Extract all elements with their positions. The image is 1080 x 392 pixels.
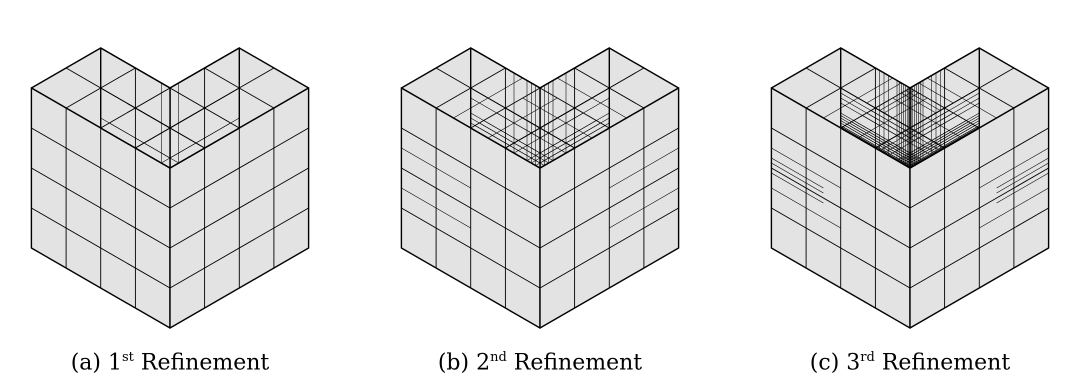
cube-faces [771,48,1048,328]
cube-faces [31,48,308,328]
caption-suffix: rd [860,350,875,365]
caption-a: (a) 1st Refinement [0,350,340,375]
caption-suffix: st [122,350,134,365]
caption-b: (b) 2nd Refinement [370,350,710,375]
figure-c: (c) 3rd Refinement [740,0,1080,392]
cube-faces [401,48,678,328]
caption-ordinal: 1 [108,350,122,375]
mesh-cube-2nd-refinement [370,0,710,340]
caption-word: Refinement [514,350,642,375]
mesh-cube-3rd-refinement [740,0,1080,340]
mesh-cube-1st-refinement [0,0,340,340]
caption-word: Refinement [882,350,1010,375]
caption-label: (a) [71,350,101,375]
caption-word: Refinement [141,350,269,375]
caption-c: (c) 3rd Refinement [740,350,1080,375]
caption-ordinal: 2 [476,350,490,375]
caption-ordinal: 3 [846,350,860,375]
figure-b: (b) 2nd Refinement [370,0,710,392]
caption-suffix: nd [490,350,507,365]
caption-label: (c) [810,350,840,375]
figure-a: (a) 1st Refinement [0,0,340,392]
caption-label: (b) [438,350,469,375]
